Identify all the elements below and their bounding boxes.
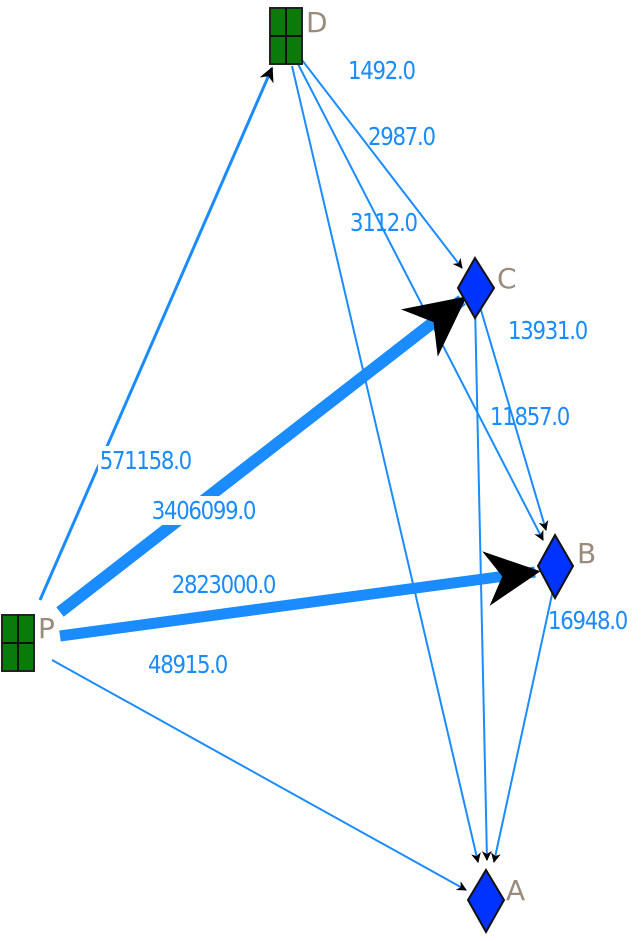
edge-label-d-c: 3112.0	[350, 208, 418, 237]
node-label-p: P	[38, 612, 55, 645]
node-c[interactable]	[456, 256, 496, 320]
node-p[interactable]	[1, 614, 35, 672]
edge-label-p-c: 3406099.0	[150, 496, 257, 525]
edge-label-p-a: 48915.0	[148, 650, 228, 679]
node-b[interactable]	[536, 532, 575, 601]
node-label-d: D	[306, 6, 328, 39]
node-label-c: C	[497, 262, 517, 295]
edge-c-b	[477, 299, 549, 531]
edge-label-d-b: 2987.0	[368, 122, 436, 151]
edge-label-p-d: 571158.0	[98, 446, 193, 475]
edge-b-a	[491, 589, 554, 863]
node-d[interactable]	[269, 7, 303, 65]
edge-label-c-a: 11857.0	[490, 402, 570, 431]
edge-d-a	[291, 65, 481, 863]
edge-label-d-a: 1492.0	[348, 56, 416, 85]
edge-p-c	[56, 295, 467, 617]
edge-p-b	[59, 551, 541, 642]
edge-label-c-b: 13931.0	[508, 316, 588, 345]
node-a[interactable]	[466, 868, 506, 935]
edge-label-p-b: 2823000.0	[170, 570, 277, 599]
edge-p-d	[38, 66, 274, 601]
edge-d-c	[301, 59, 463, 269]
node-label-a: A	[506, 874, 526, 907]
edge-label-b-a: 16948.0	[548, 606, 628, 635]
node-label-b: B	[577, 537, 597, 570]
edge-p-a	[51, 659, 467, 891]
